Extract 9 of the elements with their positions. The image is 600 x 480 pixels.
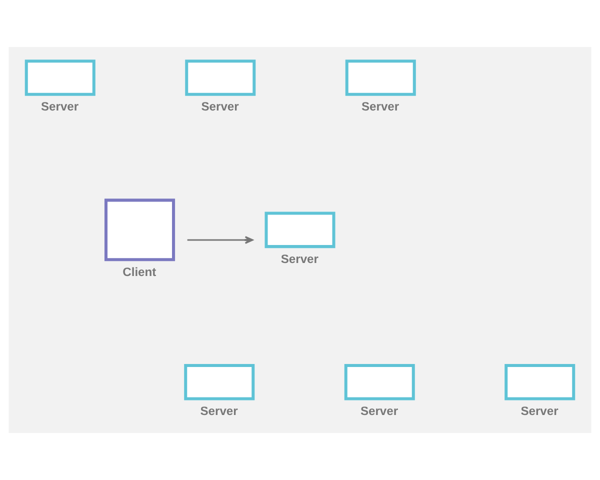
node-label: Server [360,404,398,418]
node-label: Server [200,404,238,418]
node-label: Server [201,100,239,114]
node-label: Client [122,264,156,279]
node-label: Server [361,100,400,114]
arrow [187,236,254,244]
node-label: Server [520,404,558,418]
node-label: Server [40,100,79,114]
node-label: Server [280,252,318,266]
